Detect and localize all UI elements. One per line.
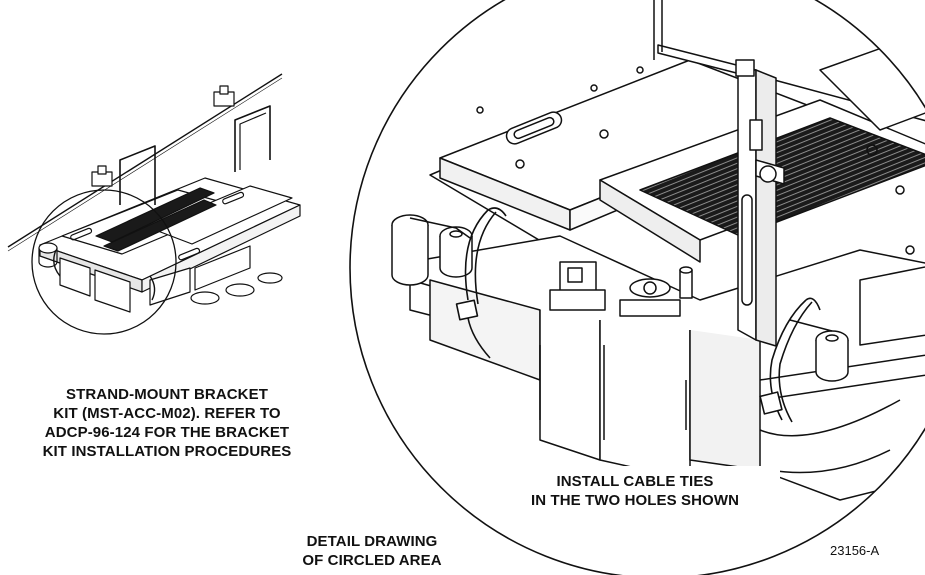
messenger-strand (7, 73, 283, 248)
cable-ties-note-line: INSTALL CABLE TIES (556, 473, 714, 490)
cable-ties-note: INSTALL CABLE TIES IN THE TWO HOLES SHOW… (505, 472, 765, 510)
detail-caption-line: OF CIRCLED AREA (302, 552, 442, 569)
detail-port-fittings (549, 261, 693, 317)
bracket-kit-note: STRAND-MOUNT BRACKET KIT (MST-ACC-M02). … (8, 385, 326, 461)
bracket-kit-note-line: ADCP-96-124 FOR THE BRACKET (44, 424, 290, 441)
detail-bracket-arm (653, 0, 785, 347)
detail-right-cylinder (789, 319, 849, 382)
figure-number: 23156-A (830, 543, 880, 558)
circled-area (31, 189, 177, 335)
detail-circle (349, 0, 925, 575)
bracket-kit-note-line: KIT (MST-ACC-M02). REFER TO (53, 405, 281, 422)
bracket-kit-note-line: STRAND-MOUNT BRACKET (66, 386, 268, 403)
detail-cable-ties (455, 207, 821, 423)
overview-bracket (234, 105, 271, 172)
overview-fiber-tray (95, 187, 215, 243)
cable-ties-note-line: IN THE TWO HOLES SHOWN (530, 492, 740, 509)
detail-drawing-caption: DETAIL DRAWING OF CIRCLED AREA (272, 532, 472, 570)
detail-view (391, 0, 925, 501)
overview-assembly (7, 73, 301, 313)
bracket-kit-note-line: KIT INSTALLATION PROCEDURES (42, 443, 292, 460)
detail-caption-line: DETAIL DRAWING (306, 533, 438, 550)
